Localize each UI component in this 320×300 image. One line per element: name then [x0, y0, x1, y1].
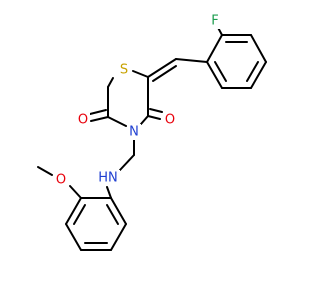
bond	[206, 61, 223, 89]
bond	[132, 70, 149, 78]
bond	[140, 115, 149, 125]
bond	[214, 61, 227, 82]
bond	[175, 58, 208, 63]
bond-layer	[37, 21, 267, 251]
bond	[90, 116, 109, 122]
molecule-structure: F S O O N HN O	[37, 13, 267, 251]
bond	[110, 223, 127, 251]
bond	[106, 204, 119, 225]
bond	[110, 197, 127, 225]
label-background	[96, 170, 120, 186]
bond	[106, 186, 112, 199]
oxygen-atom-label-right: O	[165, 113, 175, 128]
bond	[149, 108, 163, 113]
bond	[37, 166, 53, 176]
bond	[69, 185, 82, 199]
label-background	[76, 112, 90, 128]
methoxy-oxygen-atom-label: O	[56, 173, 66, 188]
bond	[250, 34, 267, 63]
label-background	[208, 13, 222, 29]
bond	[73, 204, 86, 225]
bond	[246, 61, 259, 82]
label-background	[163, 112, 177, 128]
sulfur-atom-label: S	[120, 63, 128, 78]
bond	[65, 223, 82, 251]
oxygen-atom-label-left: O	[78, 113, 88, 128]
amine-nh-atom-label: HN	[98, 171, 118, 186]
bond	[152, 65, 177, 82]
ring-nitrogen-atom-label: N	[129, 125, 139, 140]
bond	[119, 154, 135, 171]
bond	[250, 61, 267, 89]
bond	[147, 115, 161, 120]
fluorine-atom-label: F	[211, 14, 218, 29]
bond	[107, 116, 127, 127]
bond	[89, 109, 107, 115]
bond	[65, 197, 82, 225]
atom-label-layer: F S O O N HN O	[54, 13, 222, 188]
bond	[147, 58, 177, 78]
molecule-structure-canvas: F S O O N HN O	[37, 13, 267, 251]
label-background	[127, 124, 141, 140]
label-background	[117, 62, 131, 78]
bond	[206, 34, 223, 63]
bond	[107, 77, 114, 88]
label-background	[54, 172, 68, 188]
